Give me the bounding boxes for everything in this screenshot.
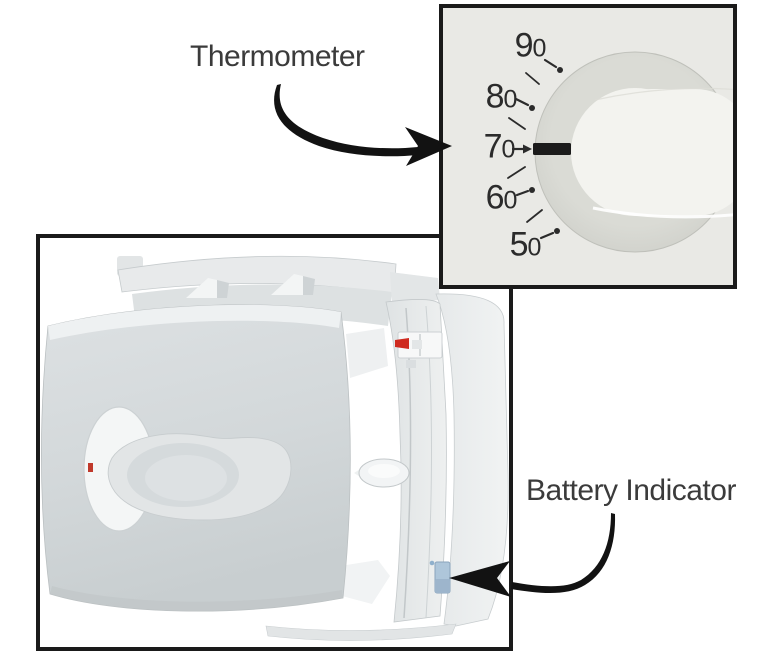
battery-indicator — [429, 560, 451, 594]
battery-door-band — [340, 299, 447, 623]
scale-tick-dots — [529, 67, 563, 234]
scale-value-80: 80 — [485, 77, 518, 116]
dial-closeup-illustration — [507, 51, 733, 253]
set-point-arrow-icon — [512, 144, 532, 154]
thermometer-label: Thermometer — [190, 40, 365, 73]
front-dial — [83, 406, 292, 532]
dial-set-mark — [88, 463, 93, 472]
thermostat-illustration — [41, 255, 509, 641]
thermometer-arrow-icon — [274, 84, 452, 166]
side-knob — [354, 458, 410, 488]
dial-pointer — [533, 143, 571, 155]
scale-ticks — [507, 58, 558, 240]
dial-handle — [571, 87, 733, 219]
scale-value-90: 90 — [514, 26, 547, 65]
vent-slit — [271, 274, 303, 295]
scale-value-50: 50 — [509, 225, 542, 264]
dial-closeup-panel: 90 80 70 60 50 — [439, 4, 737, 289]
scale-value-60: 60 — [485, 178, 518, 217]
mode-switch — [395, 331, 443, 368]
scale-value-70: 70 — [483, 127, 516, 166]
base-bottom — [265, 623, 457, 641]
backplate-right — [435, 293, 509, 627]
thermostat-photo-panel — [36, 234, 513, 651]
vent-slit — [186, 278, 217, 298]
mode-switch-lever — [395, 338, 409, 349]
battery-indicator-label: Battery Indicator — [526, 474, 736, 507]
